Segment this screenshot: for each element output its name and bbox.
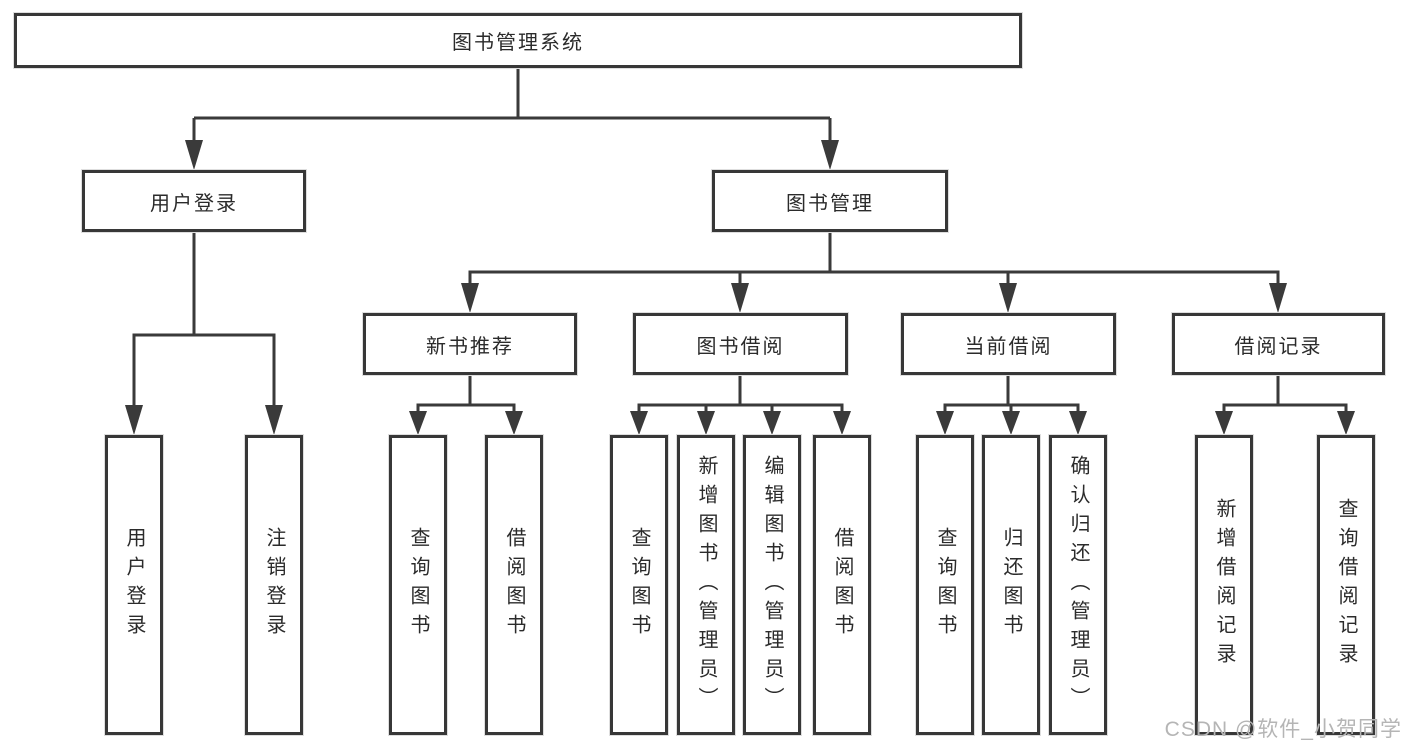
connector-book-management (468, 232, 1280, 284)
connector-new-book-recommendation (416, 375, 516, 412)
arrowhead (936, 411, 954, 435)
arrowhead (833, 411, 851, 435)
connector-user-login (132, 232, 276, 406)
connector-root (192, 68, 832, 141)
connector-borrowing-records (1222, 375, 1348, 412)
arrowhead (697, 411, 715, 435)
node-label: 用户登录 (150, 192, 238, 215)
leaf-label: 确认归还（管理员） (1067, 454, 1089, 716)
arrowhead (461, 283, 479, 313)
arrowhead (1269, 283, 1287, 313)
leaf-label: 查询图书 (934, 527, 956, 643)
arrowhead (505, 411, 523, 435)
node-label: 图书借阅 (696, 335, 785, 358)
node-label: 当前借阅 (964, 335, 1053, 358)
node-book-borrowing: 图书借阅 (633, 313, 848, 375)
leaf-edit-books-admin: 编辑图书（管理员） (743, 435, 801, 735)
arrowhead (1337, 411, 1355, 435)
node-library-system: 图书管理系统 (14, 13, 1022, 68)
node-current-borrowing: 当前借阅 (901, 313, 1116, 375)
leaf-add-borrow-record: 新增借阅记录 (1195, 435, 1253, 735)
leaf-return-books: 归还图书 (982, 435, 1040, 735)
leaf-query-borrow-record: 查询借阅记录 (1317, 435, 1375, 735)
leaf-label: 查询图书 (628, 527, 650, 643)
leaf-borrow-books-borrowing: 借阅图书 (813, 435, 871, 735)
arrowhead (185, 140, 203, 170)
leaf-user-login: 用户登录 (105, 435, 163, 735)
arrowhead (1069, 411, 1087, 435)
leaf-label: 借阅图书 (831, 527, 853, 643)
leaf-label: 查询借阅记录 (1335, 498, 1357, 672)
node-new-book-recommendation: 新书推荐 (363, 313, 577, 375)
leaf-confirm-return-admin: 确认归还（管理员） (1049, 435, 1107, 735)
arrowhead (409, 411, 427, 435)
arrowhead (125, 405, 143, 435)
leaf-query-books-current: 查询图书 (916, 435, 974, 735)
arrowhead (265, 405, 283, 435)
node-label: 图书管理 (786, 192, 874, 215)
node-label: 借阅记录 (1234, 335, 1323, 358)
leaf-label: 借阅图书 (503, 527, 525, 643)
arrowhead (630, 411, 648, 435)
node-borrowing-records: 借阅记录 (1172, 313, 1385, 375)
connector-book-borrowing (637, 375, 844, 412)
arrowhead (1002, 411, 1020, 435)
leaf-label: 注销登录 (263, 527, 285, 643)
node-label: 新书推荐 (426, 335, 514, 358)
leaf-query-books-borrowing: 查询图书 (610, 435, 668, 735)
leaf-label: 新增图书（管理员） (695, 454, 717, 716)
leaf-logout-login: 注销登录 (245, 435, 303, 735)
arrowhead (1215, 411, 1233, 435)
arrowhead (731, 283, 749, 313)
leaf-label: 编辑图书（管理员） (761, 454, 783, 716)
leaf-borrow-books-recommend: 借阅图书 (485, 435, 543, 735)
leaf-label: 归还图书 (1000, 527, 1022, 643)
node-label: 图书管理系统 (452, 32, 584, 54)
connector-current-borrowing (943, 375, 1080, 412)
watermark: CSDN @软件_小贺同学 (1164, 718, 1402, 741)
leaf-query-books-recommend: 查询图书 (389, 435, 447, 735)
node-book-management: 图书管理 (712, 170, 948, 232)
arrowhead (821, 140, 839, 170)
leaf-label: 查询图书 (407, 527, 429, 643)
leaf-label: 新增借阅记录 (1213, 498, 1235, 672)
arrowhead (999, 283, 1017, 313)
arrowhead (763, 411, 781, 435)
leaf-add-books-admin: 新增图书（管理员） (677, 435, 735, 735)
leaf-label: 用户登录 (123, 527, 145, 643)
node-user-login: 用户登录 (82, 170, 306, 232)
